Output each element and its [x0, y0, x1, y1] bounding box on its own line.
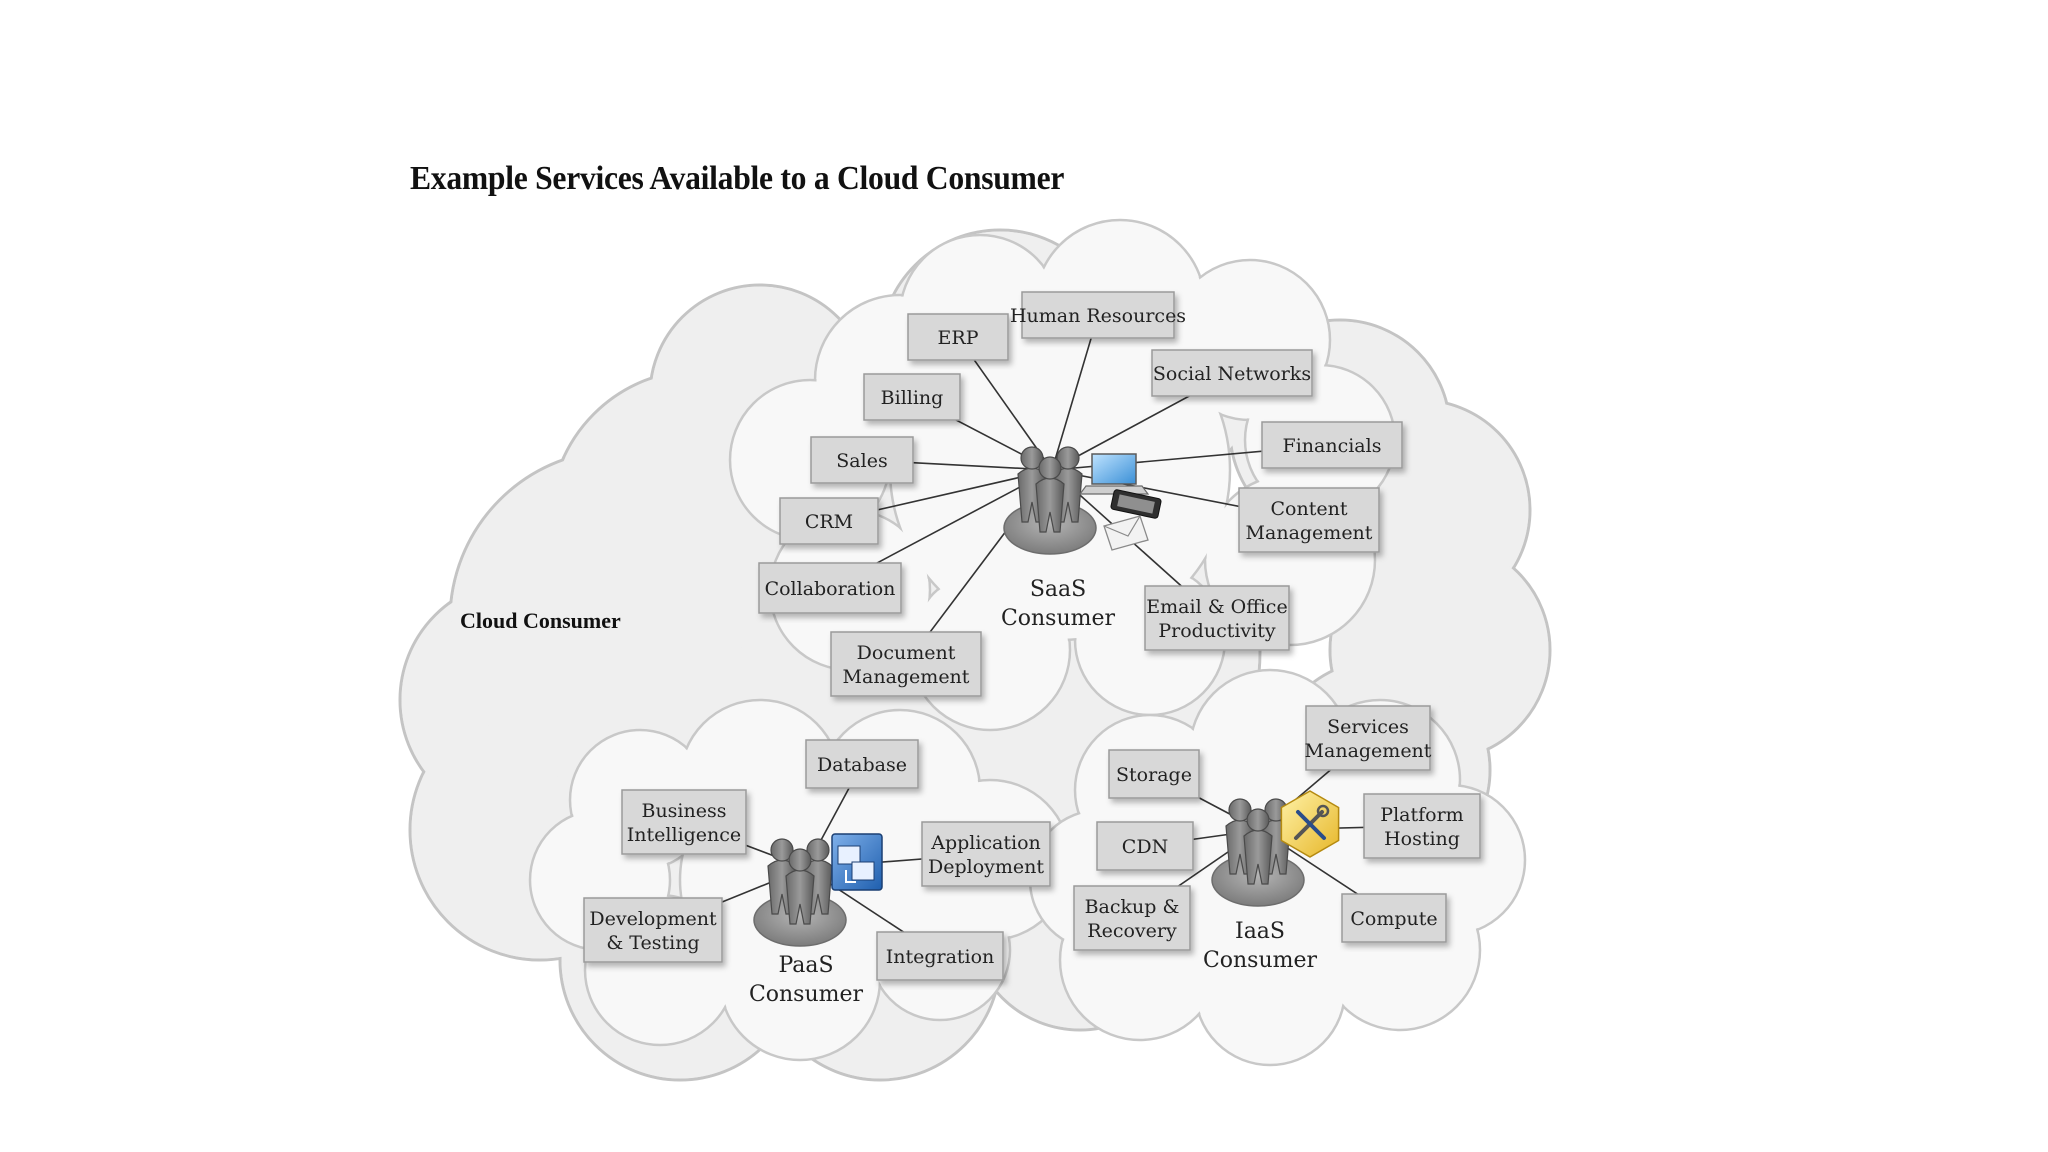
service-label: Deployment: [928, 856, 1044, 878]
saas-consumer-icon: [1003, 446, 1097, 555]
page-title: Example Services Available to a Cloud Co…: [410, 160, 1065, 197]
service-box-backup-and-recovery: Backup &Recovery: [1073, 885, 1191, 951]
service-label: Social Networks: [1153, 363, 1311, 385]
service-label: Collaboration: [765, 578, 896, 600]
service-label: CRM: [805, 511, 853, 533]
cloud-consumer-label: Cloud Consumer: [460, 608, 621, 633]
service-label: Services: [1327, 716, 1409, 738]
service-label: Database: [817, 754, 907, 776]
service-label: ERP: [938, 327, 979, 349]
consumer-icons: [753, 446, 1340, 947]
envelope-icon: [1103, 515, 1149, 551]
service-box-database: Database: [805, 739, 919, 789]
service-label: Management: [1246, 522, 1373, 544]
service-label: Backup &: [1085, 896, 1180, 918]
service-label: & Testing: [606, 932, 699, 954]
service-label: Intelligence: [627, 824, 741, 846]
service-box-storage: Storage: [1108, 749, 1200, 799]
iaas-caption-line: Consumer: [1203, 948, 1318, 973]
laptop-icon: [1078, 453, 1150, 495]
service-box-social-networks: Social Networks: [1151, 349, 1313, 397]
application-window-icon: [831, 833, 883, 891]
service-box-billing: Billing: [863, 373, 961, 421]
service-label: Sales: [836, 450, 887, 472]
service-label: Platform: [1380, 804, 1463, 826]
paas-caption-line: PaaS: [778, 953, 833, 978]
service-label: Financials: [1283, 435, 1382, 457]
service-label: Application: [930, 832, 1041, 854]
service-label: Human Resources: [1010, 305, 1186, 327]
saas-caption-line: SaaS: [1030, 577, 1086, 602]
service-label: Business: [641, 800, 726, 822]
service-box-compute: Compute: [1341, 893, 1447, 943]
service-label: Management: [1305, 740, 1432, 762]
service-label: Document: [857, 642, 956, 664]
server-tools-icon: [1280, 790, 1340, 858]
phone-icon: [1110, 489, 1162, 519]
service-label: Recovery: [1087, 920, 1177, 942]
service-box-erp: ERP: [907, 313, 1009, 361]
service-label: Development: [589, 908, 717, 930]
service-box-crm: CRM: [779, 497, 879, 545]
service-label: Content: [1271, 498, 1348, 520]
service-box-sales: Sales: [810, 436, 914, 484]
service-label: Email & Office: [1146, 596, 1287, 618]
saas-caption-line: Consumer: [1001, 606, 1116, 631]
paas-consumer-icon: [753, 838, 847, 947]
service-label: Compute: [1350, 908, 1437, 930]
connector-saas-human-resources: [1051, 314, 1099, 471]
service-box-human-resources: Human Resources: [1010, 291, 1186, 339]
service-box-development-and-testing: Development& Testing: [583, 897, 723, 963]
service-label: Management: [843, 666, 970, 688]
service-label: Integration: [886, 946, 995, 968]
paas-caption-line: Consumer: [749, 982, 864, 1007]
iaas-consumer-icon: [1211, 798, 1305, 907]
service-label: Billing: [881, 387, 944, 409]
service-box-financials: Financials: [1261, 421, 1403, 469]
service-label: Productivity: [1158, 620, 1276, 642]
service-label: CDN: [1122, 836, 1168, 858]
service-label: Storage: [1116, 764, 1192, 786]
service-box-collaboration: Collaboration: [758, 562, 902, 614]
service-box-integration: Integration: [876, 931, 1004, 981]
service-box-cdn: CDN: [1096, 821, 1194, 871]
service-label: Hosting: [1384, 828, 1460, 850]
iaas-caption-line: IaaS: [1235, 919, 1285, 944]
